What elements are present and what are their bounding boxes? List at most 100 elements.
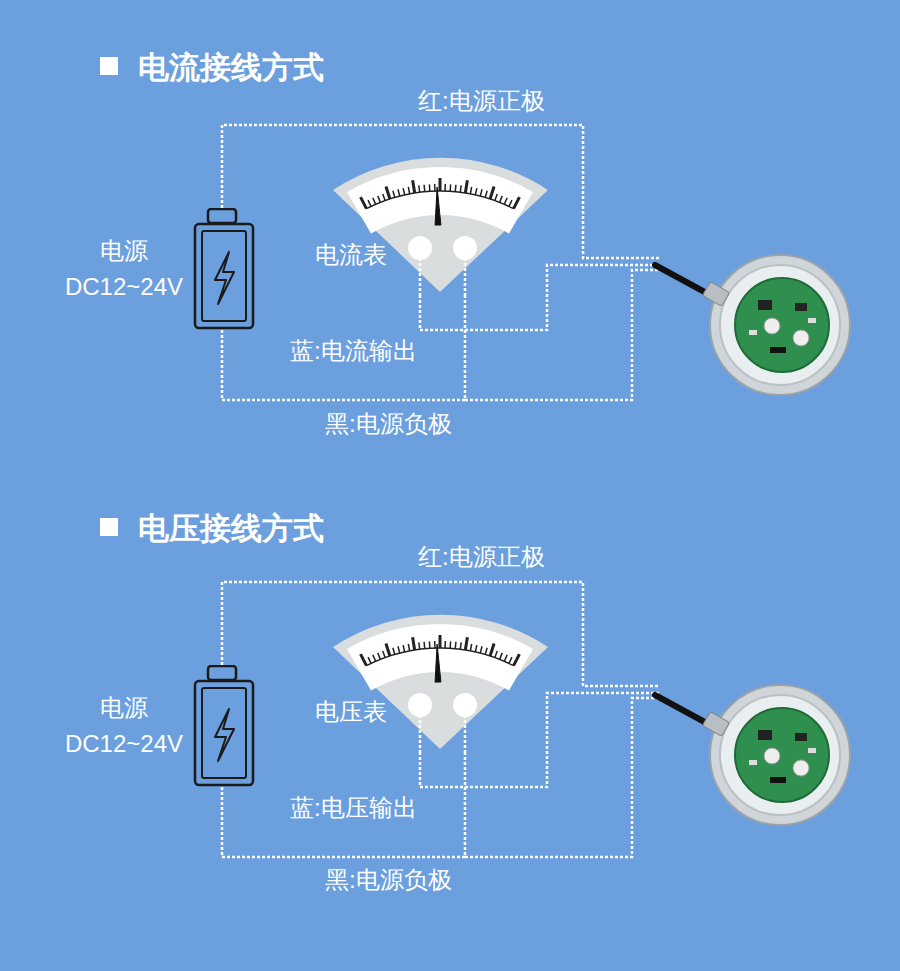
scale-tick (403, 645, 405, 652)
scale-tick (490, 187, 494, 199)
scale-tick (504, 655, 507, 661)
lightning-bolt (215, 252, 234, 304)
scale-tick (408, 644, 409, 651)
meter-needle (435, 644, 441, 682)
scale-tick (434, 641, 436, 648)
meter-terminal (453, 236, 477, 260)
heading-bullet (100, 57, 118, 75)
pcb-chip (770, 347, 786, 353)
scale-tick (444, 641, 446, 648)
scale-tick (485, 648, 487, 655)
sensor-flange (710, 685, 850, 825)
wire-label: 蓝:电压输出 (290, 792, 417, 824)
scale-tick (495, 194, 497, 201)
sensor-top (655, 255, 850, 395)
scale-tick (480, 189, 482, 196)
scale-tick (495, 651, 497, 658)
scale-tick (383, 651, 385, 658)
scale-tick (386, 187, 390, 199)
scale-tick (449, 184, 451, 191)
heading-bullet (100, 518, 118, 536)
scale-tick (460, 642, 462, 649)
meter-terminal (408, 693, 432, 717)
scale-tick (403, 188, 405, 195)
scale-tick (465, 637, 467, 650)
sensor-dome (720, 265, 840, 385)
wire-label: 红:电源正极 (418, 85, 545, 117)
scale-tick (383, 194, 385, 201)
lightning-bolt (215, 709, 234, 761)
wire-label: 红:电源正极 (418, 541, 545, 573)
battery-body (195, 224, 253, 328)
section-heading: 电流接线方式 (138, 48, 324, 87)
black-wire (465, 698, 660, 857)
scale-tick (429, 184, 431, 191)
pcb-chip (795, 303, 807, 311)
scale-tick (485, 191, 487, 198)
scale-tick (378, 196, 381, 203)
sensor-flange (710, 255, 850, 395)
scale-tick (449, 641, 451, 648)
scale-tick (454, 642, 456, 649)
section-heading: 电压接线方式 (138, 509, 324, 548)
meter-body (333, 615, 548, 749)
scale-tick (444, 184, 446, 191)
wire-connector (222, 295, 465, 400)
meter-dial: 电压表 (295, 607, 555, 752)
scale-tick (475, 188, 477, 195)
scale-tick (413, 637, 415, 650)
battery-inner (202, 688, 246, 778)
meter-body (333, 158, 548, 292)
scale-tick (490, 644, 494, 656)
scale-tick (393, 191, 395, 198)
sensor-bottom (655, 685, 850, 825)
scale-tick (475, 645, 477, 652)
pcb-capacitor (793, 760, 809, 776)
wire-label: 蓝:电流输出 (290, 335, 417, 367)
pcb-chip (758, 730, 772, 740)
scale-tick (514, 197, 520, 209)
scale-tick (465, 180, 467, 193)
battery-icon (55, 665, 258, 787)
scale-tick (423, 642, 425, 649)
scale-tick (504, 198, 507, 204)
scale-tick (439, 635, 442, 648)
pcb-chip (770, 777, 786, 783)
wire-connector (222, 752, 465, 857)
meter-label: 电压表 (315, 697, 387, 727)
meter-dial: 电流表 (295, 150, 555, 295)
scale-tick (514, 654, 520, 666)
battery-cap (208, 209, 236, 223)
meter-terminal (408, 236, 432, 260)
sensor-cable (655, 265, 712, 296)
scale-tick (373, 198, 376, 204)
black-wire (465, 270, 660, 400)
scale-tick (368, 657, 371, 663)
scale-tick (460, 185, 462, 192)
power-supply: 电源 DC12~24V (55, 665, 258, 787)
scale-tick (378, 653, 381, 660)
meter-needle (435, 187, 441, 225)
meter-face (347, 624, 533, 690)
pcb-pad (749, 330, 757, 335)
scale-tick (470, 644, 471, 651)
battery-inner (202, 231, 246, 321)
sensor-pcb (735, 708, 829, 802)
sensor-dome (720, 695, 840, 815)
scale-tick (500, 653, 503, 660)
pcb-pad (749, 760, 757, 765)
sensor-pcb (735, 278, 829, 372)
scale-tick (413, 180, 415, 193)
power-supply: 电源 DC12~24V (55, 208, 258, 330)
pcb-pad (808, 748, 816, 753)
scale-tick (393, 648, 395, 655)
meter-outline (295, 150, 555, 295)
scale-tick (439, 178, 442, 191)
scale-tick (361, 654, 367, 666)
pcb-pad (808, 318, 816, 323)
scale-tick (509, 200, 512, 206)
scale-tick (408, 187, 409, 194)
